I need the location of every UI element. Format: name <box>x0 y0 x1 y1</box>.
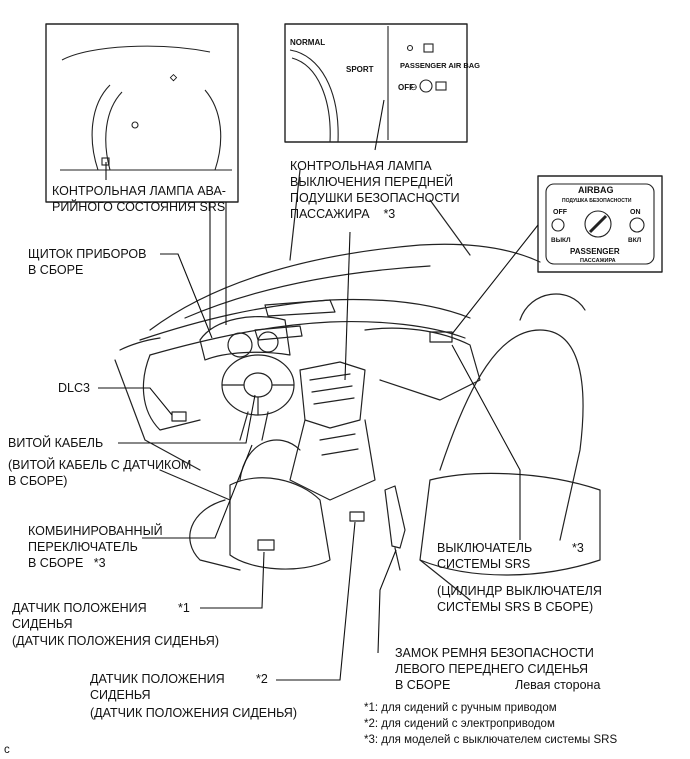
srs-switch-ref: *3 <box>572 541 584 555</box>
footnote-2: *2: для сидений с электроприводом <box>364 718 555 730</box>
seat-sensor-2-sub-label: (ДАТЧИК ПОЛОЖЕНИЯ СИДЕНЬЯ) <box>90 706 297 720</box>
footnote-1: *1: для сидений с ручным приводом <box>364 702 557 714</box>
seat-sensor-2-ref: *2 <box>256 672 268 686</box>
pax-airbag-icon: ⚇ <box>410 83 417 92</box>
spiral-cable-label: ВИТОЙ КАБЕЛЬ <box>8 436 104 450</box>
switch-on-label: ON <box>630 209 641 216</box>
switch-passenger-label: PASSENGER <box>570 247 620 256</box>
cluster-mode-sport: SPORT <box>346 65 374 74</box>
switch-on-ru-label: ВКЛ <box>628 237 642 244</box>
switch-passenger-ru-label: ПАССАЖИРА <box>580 258 616 264</box>
switch-off-ru-label: ВЫКЛ <box>551 237 571 244</box>
srs-switch-label: ВЫКЛЮЧАТЕЛЬ СИСТЕМЫ SRS <box>437 541 533 571</box>
seat-sensor-1-ref: *1 <box>178 601 190 615</box>
srs-warning-lamp-label: КОНТРОЛЬНАЯ ЛАМПА АВА- РИЙНОГО СОСТОЯНИЯ… <box>52 184 226 214</box>
seat-sensor-1-sub-label: (ДАТЧИК ПОЛОЖЕНИЯ СИДЕНЬЯ) <box>12 634 219 648</box>
combo-switch-label: КОМБИНИРОВАННЫЙ ПЕРЕКЛЮЧАТЕЛЬ В СБОРЕ *3 <box>28 524 163 570</box>
corner-mark: c <box>4 744 10 756</box>
switch-airbag-title: AIRBAG <box>578 185 614 195</box>
seat-belt-buckle-label: ЗАМОК РЕМНЯ БЕЗОПАСНОСТИ ЛЕВОГО ПЕРЕДНЕГ… <box>395 646 594 692</box>
spiral-cable-sub-label: (ВИТОЙ КАБЕЛЬ С ДАТЧИКОМ В СБОРЕ) <box>8 458 192 488</box>
srs-switch-sub-label: (ЦИЛИНДР ВЫКЛЮЧАТЕЛЯ СИСТЕМЫ SRS В СБОРЕ… <box>437 584 602 614</box>
pax-airbag-off: OFF <box>398 83 414 92</box>
instrument-panel-label: ЩИТОК ПРИБОРОВ В СБОРЕ <box>28 247 147 277</box>
seat-belt-buckle-side-label: Левая сторона <box>515 678 601 692</box>
pax-airbag-off-lamp-label: КОНТРОЛЬНАЯ ЛАМПА ВЫКЛЮЧЕНИЯ ПЕРЕДНЕЙ ПО… <box>290 159 460 221</box>
svg-text:◇: ◇ <box>169 72 178 82</box>
pax-airbag-title: PASSENGER AIR BAG <box>400 61 480 70</box>
seat-sensor-2-label: ДАТЧИК ПОЛОЖЕНИЯ СИДЕНЬЯ <box>90 672 225 702</box>
seat-sensor-1-label: ДАТЧИК ПОЛОЖЕНИЯ СИДЕНЬЯ <box>12 601 147 631</box>
footnote-3: *3: для моделей с выключателем системы S… <box>364 734 618 746</box>
switch-airbag-subtitle: ПОДУШКА БЕЗОПАСНОСТИ <box>562 198 632 204</box>
dlc3-label: DLC3 <box>58 381 90 395</box>
cluster-mode-normal: NORMAL <box>290 38 325 47</box>
switch-off-label: OFF <box>553 209 568 216</box>
